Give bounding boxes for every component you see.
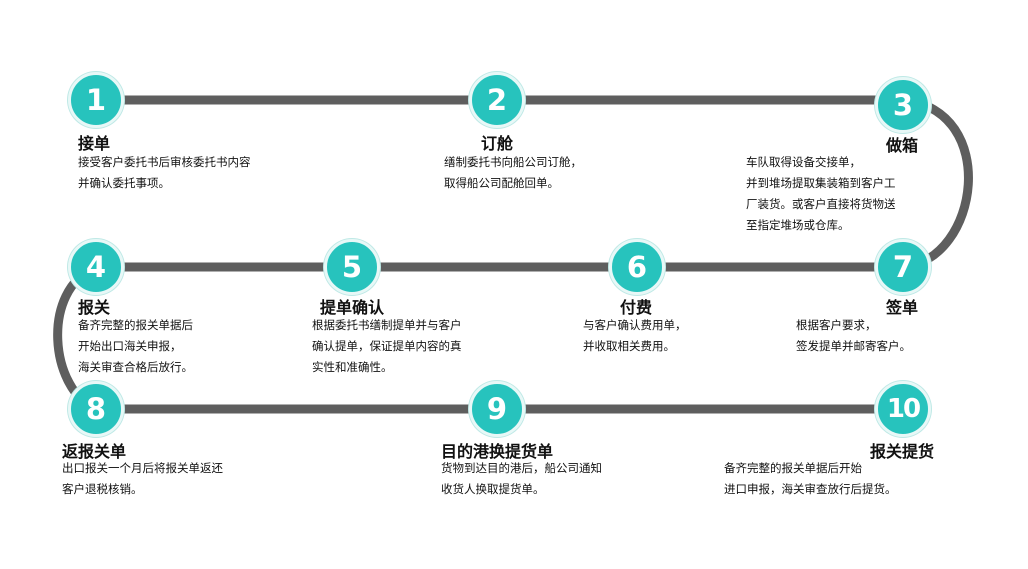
step-1-badge: 1	[68, 72, 124, 128]
step-3-description: 车队取得设备交接单， 并到堆场提取集装箱到客户工 厂装货。或客户直接将货物送 至…	[746, 152, 896, 236]
step-4-line: 海关审查合格后放行。	[78, 360, 193, 374]
step-6-line: 并收取相关费用。	[583, 339, 675, 353]
step-10-description: 备齐完整的报关单据后开始 进口申报，海关审查放行后提货。	[724, 458, 897, 500]
step-5-line: 确认提单，保证提单内容的真	[312, 339, 462, 353]
step-7-badge: 7	[875, 239, 931, 295]
step-7-line: 签发提单并邮寄客户。	[796, 339, 911, 353]
step-8-description: 出口报关一个月后将报关单返还 客户退税核销。	[62, 458, 223, 500]
step-10-title: 报关提货	[870, 442, 935, 461]
step-6-description: 与客户确认费用单， 并收取相关费用。	[583, 315, 687, 357]
step-1-line: 并确认委托事项。	[78, 176, 170, 190]
step-1-description: 接受客户委托书后审核委托书内容 并确认委托事项。	[78, 152, 251, 194]
step-10-badge: 10	[875, 381, 931, 437]
step-5-line: 实性和准确性。	[312, 360, 393, 374]
step-5-title: 提单确认	[320, 298, 385, 317]
step-4-line: 开始出口海关申报，	[78, 339, 182, 353]
step-8-badge: 8	[68, 381, 124, 437]
step-1-title: 接单	[78, 134, 111, 153]
step-9-description: 货物到达目的港后，船公司通知 收货人换取提货单。	[441, 458, 602, 500]
step-9-title: 目的港换提货单	[441, 442, 554, 461]
step-6-badge: 6	[609, 239, 665, 295]
step-5-line: 根据委托书缮制提单并与客户	[312, 318, 462, 332]
step-5-description: 根据委托书缮制提单并与客户 确认提单，保证提单内容的真 实性和准确性。	[312, 315, 462, 378]
step-4-description: 备齐完整的报关单据后 开始出口海关申报， 海关审查合格后放行。	[78, 315, 193, 378]
step-3-badge: 3	[875, 77, 931, 133]
step-2-line: 取得船公司配舱回单。	[444, 176, 559, 190]
step-7-title: 签单	[886, 298, 919, 317]
step-4-title: 报关	[78, 298, 111, 317]
step-6-title: 付费	[620, 298, 653, 317]
step-2-badge: 2	[469, 72, 525, 128]
step-7-description: 根据客户要求， 签发提单并邮寄客户。	[796, 315, 911, 357]
step-7-line: 根据客户要求，	[796, 318, 877, 332]
step-4-line: 备齐完整的报关单据后	[78, 318, 193, 332]
step-9-badge: 9	[469, 381, 525, 437]
step-8-line: 出口报关一个月后将报关单返还	[62, 461, 223, 475]
step-9-line: 收货人换取提货单。	[441, 482, 545, 496]
step-8-title: 返报关单	[62, 442, 127, 461]
step-3-line: 车队取得设备交接单，	[746, 155, 861, 169]
step-9-line: 货物到达目的港后，船公司通知	[441, 461, 602, 475]
step-6-line: 与客户确认费用单，	[583, 318, 687, 332]
step-10-line: 进口申报，海关审查放行后提货。	[724, 482, 897, 496]
step-8-line: 客户退税核销。	[62, 482, 143, 496]
step-10-line: 备齐完整的报关单据后开始	[724, 461, 862, 475]
step-5-badge: 5	[324, 239, 380, 295]
step-1-line: 接受客户委托书后审核委托书内容	[78, 155, 251, 169]
step-3-line: 厂装货。或客户直接将货物送	[746, 197, 896, 211]
step-2-title: 订舱	[481, 134, 514, 153]
step-3-line: 并到堆场提取集装箱到客户工	[746, 176, 896, 190]
step-2-line: 缮制委托书向船公司订舱，	[444, 155, 582, 169]
step-3-title: 做箱	[886, 136, 919, 155]
step-4-badge: 4	[68, 239, 124, 295]
step-2-description: 缮制委托书向船公司订舱， 取得船公司配舱回单。	[444, 152, 582, 194]
step-3-line: 至指定堆场或仓库。	[746, 218, 850, 232]
